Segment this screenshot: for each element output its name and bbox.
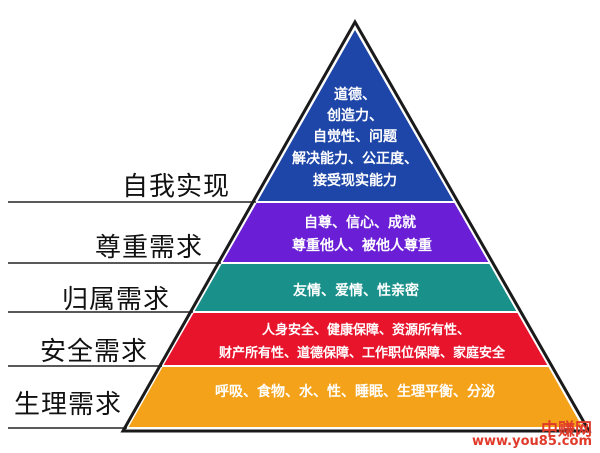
tier-3-line-0: 人身安全、健康保障、资源所有性、 — [261, 323, 471, 338]
tier-1-line-1: 尊重他人、被他人尊重 — [292, 238, 432, 254]
label-esteem: 尊重需求 — [95, 233, 204, 263]
label-self-actualization: 自我实现 — [122, 172, 231, 202]
tier-0-line-2: 自觉性、问题 — [313, 129, 397, 145]
pyramid-outline — [120, 18, 592, 433]
tier-4-line-0: 呼吸、食物、水、性、睡眠、生理平衡、分泌 — [215, 384, 495, 400]
tier-0-line-0: 道德、 — [334, 87, 376, 103]
label-safety: 安全需求 — [40, 337, 149, 367]
tier-2-line-0: 友情、爱情、性亲密 — [293, 283, 419, 299]
tier-0-line-4: 接受现实能力 — [313, 173, 397, 189]
watermark-url: www.you85.com — [471, 434, 592, 449]
label-belonging: 归属需求 — [62, 285, 171, 315]
watermark-logo-text: 中赚网 — [541, 420, 592, 440]
tier-1-line-0: 自尊、信心、成就 — [304, 215, 416, 231]
tier-physiological — [125, 365, 586, 429]
tier-0-line-3: 解决能力、公正度、 — [292, 151, 418, 167]
tier-0-line-1: 创造力、 — [327, 108, 383, 124]
tier-3-line-1: 财产所有性、道德保障、工作职位保障、家庭安全 — [218, 346, 506, 361]
label-physiological: 生理需求 — [14, 390, 123, 420]
